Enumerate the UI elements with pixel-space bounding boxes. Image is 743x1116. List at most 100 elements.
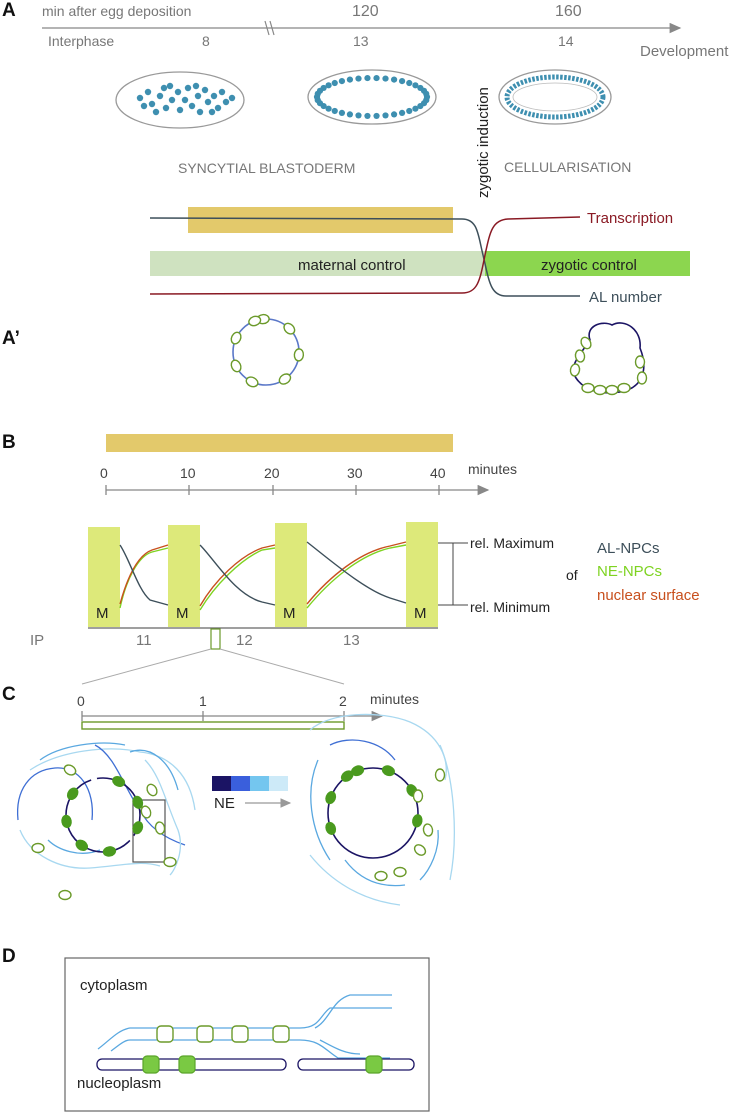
- nucleus-dot: [188, 102, 196, 110]
- ne-npc: [102, 846, 117, 857]
- al-npc: [412, 789, 424, 803]
- al-npc: [617, 382, 631, 394]
- interphase-13: 13: [353, 33, 369, 49]
- gold-bar-b: [106, 434, 453, 452]
- nucleus-dot: [166, 82, 174, 90]
- nucleoplasm-label: nucleoplasm: [77, 1075, 161, 1092]
- nucleus-dot: [331, 107, 338, 115]
- gold-bar-a: [188, 207, 453, 233]
- ne-color-legend: [212, 776, 288, 791]
- annulate-lamellae: [97, 994, 392, 1059]
- al-npc: [230, 359, 242, 373]
- nucleus-dot: [218, 88, 226, 96]
- nucleus-dot: [346, 76, 354, 83]
- al-npc: [413, 844, 427, 856]
- al-npc: [58, 889, 72, 901]
- timeline-title: min after egg deposition: [42, 3, 191, 19]
- al-npc: [154, 821, 166, 835]
- c-tick-0: 0: [77, 693, 85, 709]
- ne-npc: [112, 775, 126, 787]
- time-axis-ticks: [105, 485, 440, 495]
- nucleus-dot: [406, 79, 413, 87]
- m-label-4: M: [414, 605, 427, 622]
- al-npc: [163, 856, 177, 868]
- nucleus-dot: [208, 108, 216, 116]
- nucleus-dot: [423, 90, 430, 97]
- nucleus-dot: [364, 112, 371, 120]
- nucleus-dot: [160, 84, 168, 92]
- ne-npc: [325, 791, 337, 805]
- cellularisation-label: CELLULARISATION: [504, 159, 631, 175]
- zoom-line-left: [81, 648, 212, 685]
- nucleus-dot: [417, 102, 424, 110]
- al-npc: [248, 315, 262, 327]
- nucleus-dot: [373, 112, 380, 120]
- m-label-1: M: [96, 605, 109, 622]
- nucleus-dot: [222, 98, 230, 106]
- nucleus-dot: [210, 92, 218, 100]
- ip-label: IP: [30, 632, 44, 649]
- ne-npc: [325, 821, 337, 835]
- al-npc: [283, 322, 296, 335]
- nucleus-dot: [162, 104, 170, 112]
- nucleus-dot: [325, 105, 332, 112]
- al-npc: [230, 331, 242, 345]
- nucleus-dot: [144, 88, 152, 96]
- nucleus-dot: [174, 88, 182, 96]
- maternal-control-label: maternal control: [298, 257, 406, 274]
- panel-b-label: B: [2, 432, 16, 453]
- reassembling-nucleus: [17, 742, 196, 901]
- nucleus-dot: [140, 102, 148, 110]
- nucleus-dot: [355, 75, 362, 82]
- al-npc: [140, 805, 152, 819]
- tick-30: 30: [347, 465, 363, 481]
- window-bar-c: [81, 721, 345, 730]
- al-npc: [245, 376, 259, 388]
- tick-10: 10: [180, 465, 196, 481]
- al-npc: [574, 349, 586, 363]
- mitosis-box-2: [168, 525, 200, 627]
- ne-npc: [381, 765, 395, 777]
- al-npc: [634, 355, 646, 369]
- interphase-14: 14: [558, 33, 574, 49]
- ip-13: 13: [343, 632, 360, 649]
- al-npc: [422, 823, 434, 837]
- nucleus-dot: [373, 74, 380, 82]
- legend-nuclear-surface: nuclear surface: [597, 587, 700, 604]
- nucleus-dot: [320, 84, 327, 92]
- al-number-curve: [149, 217, 580, 297]
- ne-npc: [412, 814, 423, 828]
- nucleus-dot: [148, 100, 156, 108]
- nucleus-dot: [196, 108, 204, 116]
- zoom-window: [210, 628, 221, 650]
- time-120: 120: [352, 3, 379, 20]
- interphase-8: 8: [202, 33, 210, 49]
- mitosis-box-3: [275, 523, 307, 627]
- nucleus-dot: [136, 94, 144, 102]
- al-npc: [156, 1025, 174, 1043]
- c-tick-2: 2: [339, 693, 347, 709]
- ne-npc: [61, 814, 72, 829]
- zygotic-control-bar: [485, 251, 690, 276]
- nucleus-dot: [152, 108, 160, 116]
- al-npc: [434, 768, 446, 782]
- ne-npc: [365, 1055, 383, 1074]
- nucleus-dot: [192, 82, 200, 90]
- nucleus-dot: [355, 112, 362, 119]
- ne-npc: [178, 1055, 196, 1074]
- nucleus-dot: [338, 109, 346, 117]
- c-tick-1: 1: [199, 693, 207, 709]
- axis-break: [264, 20, 270, 36]
- nucleus-dot: [398, 77, 406, 85]
- rel-max-label: rel. Maximum: [470, 535, 554, 551]
- mitosis-box-4: [406, 522, 438, 627]
- al-npc: [374, 870, 388, 882]
- nucleus-dot: [412, 82, 419, 89]
- nucleus-dot: [325, 82, 332, 89]
- al-npc: [278, 373, 292, 385]
- panel-d-label: D: [2, 946, 16, 967]
- al-npc: [146, 783, 158, 797]
- maternal-control-bar: [150, 251, 485, 276]
- legend-al-npcs: AL-NPCs: [597, 540, 660, 557]
- al-npc: [31, 842, 45, 854]
